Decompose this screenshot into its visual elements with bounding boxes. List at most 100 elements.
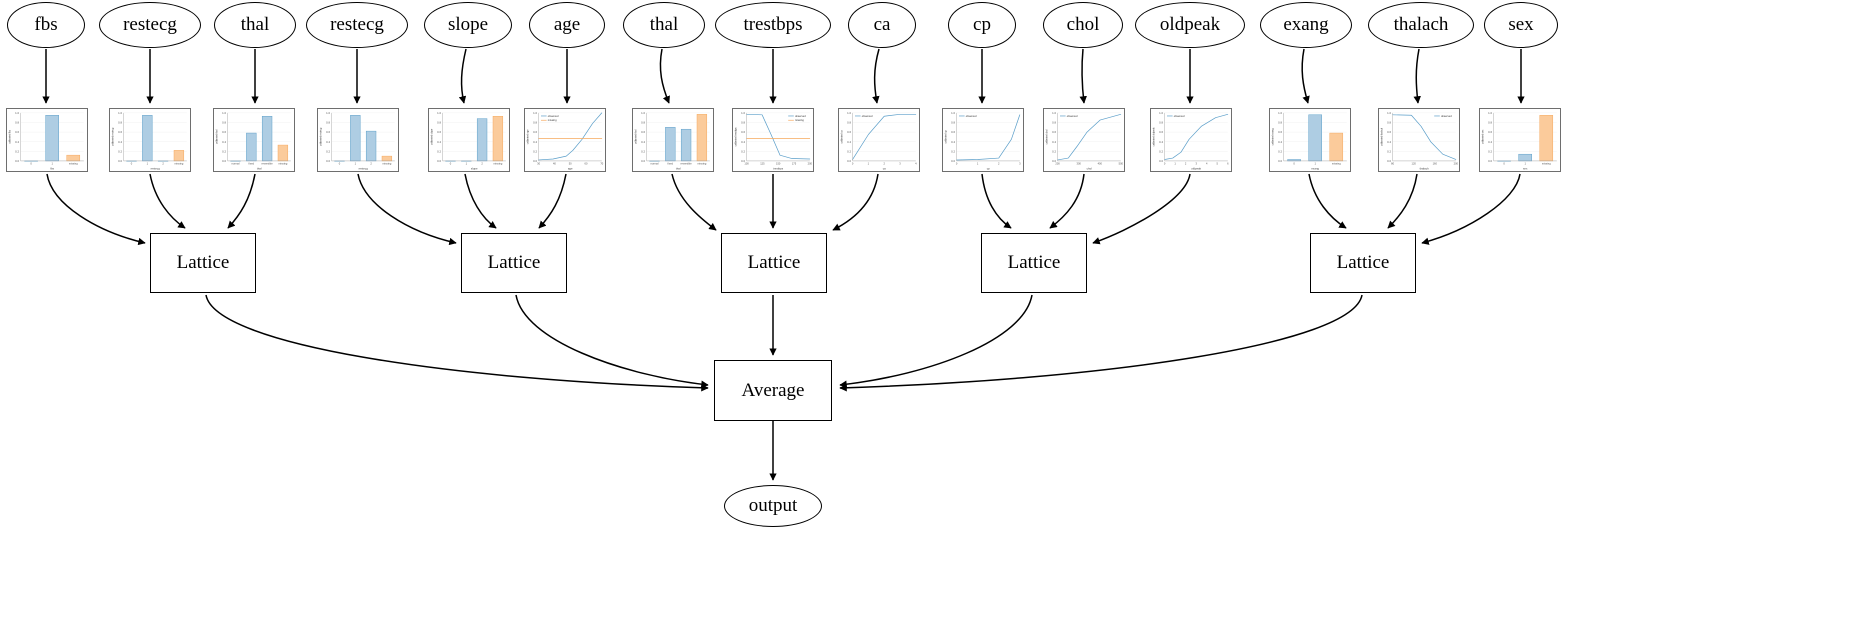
yaxis-title: calibrated oldpeak — [1153, 127, 1156, 147]
ytick-label: 0.6 — [1159, 130, 1163, 134]
input-node-thalach[interactable]: thalach — [1368, 2, 1474, 48]
input-node-trestbps[interactable]: trestbps — [715, 2, 831, 48]
legend-label-observed: observed — [1067, 114, 1078, 118]
ytick-label: 1.0 — [533, 111, 537, 115]
input-node-fbs[interactable]: fbs — [7, 2, 85, 48]
xtick-label: 1 — [977, 161, 979, 165]
ytick-label: 1.0 — [1488, 111, 1492, 115]
input-node-oldpeak[interactable]: oldpeak — [1135, 2, 1245, 48]
xtick-label: 0 — [30, 161, 32, 165]
average-node[interactable]: Average — [714, 360, 832, 421]
input-node-ca[interactable]: ca — [848, 2, 916, 48]
ytick-label: 0.8 — [326, 121, 330, 125]
ytick-label: 0.0 — [951, 159, 955, 163]
bar-observed-2 — [365, 130, 377, 162]
xtick-label: 0 — [1164, 161, 1166, 165]
xtick-label: 1 — [355, 161, 357, 165]
ytick-label: 0.0 — [15, 159, 19, 163]
ytick-label: 0.4 — [1278, 140, 1282, 144]
ytick-label: 0.4 — [1488, 140, 1492, 144]
ytick-label: 0.6 — [641, 130, 645, 134]
edge-cal10-to-lattice3 — [1049, 173, 1085, 229]
xaxis-title: oldpeak — [1191, 166, 1201, 170]
ytick-label: 0.4 — [847, 140, 851, 144]
lattice-label: Lattice — [1007, 252, 1061, 273]
lattice-label: Lattice — [747, 252, 801, 273]
ytick-label: 0.0 — [326, 159, 330, 163]
xtick-label: 1 — [51, 161, 53, 165]
xtick-label: 1 — [1524, 161, 1526, 165]
input-node-label: cp — [973, 14, 991, 35]
input-node-restecg-2[interactable]: restecg — [306, 2, 408, 48]
input-node-age[interactable]: age — [529, 2, 605, 48]
bar-missing-3 — [173, 150, 185, 162]
input-node-restecg[interactable]: restecg — [99, 2, 201, 48]
ytick-label: 1.0 — [222, 111, 226, 115]
xaxis-title: thal — [676, 166, 681, 170]
ytick-label: 0.4 — [222, 140, 226, 144]
edge-cal14-to-lattice4 — [1421, 173, 1521, 245]
input-node-thal-2[interactable]: thal — [623, 2, 705, 48]
ytick-label: 0.0 — [222, 159, 226, 163]
lattice-node-2[interactable]: Lattice — [721, 233, 827, 293]
edge-cal4-to-lattice1 — [464, 173, 497, 229]
ytick-label: 0.4 — [1052, 140, 1056, 144]
xaxis-title: restecg — [359, 166, 369, 170]
ytick-label: 0.8 — [1278, 121, 1282, 125]
xtick-label: 120 — [1412, 161, 1417, 165]
output-node[interactable]: output — [724, 485, 822, 527]
lattice-label: Lattice — [176, 252, 230, 273]
input-node-chol[interactable]: chol — [1043, 2, 1123, 48]
ytick-label: 0.6 — [951, 130, 955, 134]
plot-background — [852, 112, 916, 161]
lattice-node-0[interactable]: Lattice — [150, 233, 256, 293]
ytick-label: 0.2 — [1387, 150, 1391, 154]
edge-lattice3-to-average — [839, 294, 1033, 388]
xtick-label: 300 — [1077, 161, 1082, 165]
bar-observed-2 — [476, 118, 488, 162]
ytick-label: 0.2 — [847, 150, 851, 154]
lattice-node-1[interactable]: Lattice — [461, 233, 567, 293]
plot-background — [1164, 112, 1228, 161]
edge-cal5-to-lattice1 — [538, 173, 567, 229]
ytick-label: 0.6 — [326, 130, 330, 134]
yaxis-title: calibrated sex — [1482, 129, 1485, 144]
ytick-label: 0.2 — [951, 150, 955, 154]
legend-label-observed: observed — [795, 114, 806, 118]
xaxis-title: exang — [1311, 167, 1319, 170]
input-node-cp[interactable]: cp — [948, 2, 1016, 48]
edge-cal8-to-lattice2 — [832, 173, 879, 231]
lattice-node-3[interactable]: Lattice — [981, 233, 1087, 293]
ytick-label: 0.0 — [1387, 159, 1391, 163]
ytick-label: 0.4 — [951, 140, 955, 144]
input-node-sex[interactable]: sex — [1484, 2, 1558, 48]
ytick-label: 0.2 — [741, 150, 745, 154]
lattice-node-4[interactable]: Lattice — [1310, 233, 1416, 293]
bar-missing-3 — [381, 155, 393, 162]
input-node-slope[interactable]: slope — [424, 2, 512, 48]
input-node-label: thal — [240, 14, 270, 35]
ytick-label: 0.8 — [951, 121, 955, 125]
xtick-label: reversible — [680, 161, 692, 165]
input-node-thal[interactable]: thal — [214, 2, 296, 48]
input-node-exang[interactable]: exang — [1260, 2, 1352, 48]
bar-observed-1 — [246, 132, 257, 162]
xtick-label: 0 — [1503, 161, 1505, 165]
xtick-label: reversible — [261, 161, 273, 165]
xaxis-title: chol — [1087, 166, 1093, 170]
ytick-label: 0.4 — [437, 140, 441, 144]
xtick-label: 70 — [600, 161, 603, 165]
ytick-label: 0.6 — [222, 130, 226, 134]
ytick-label: 0.0 — [641, 159, 645, 163]
